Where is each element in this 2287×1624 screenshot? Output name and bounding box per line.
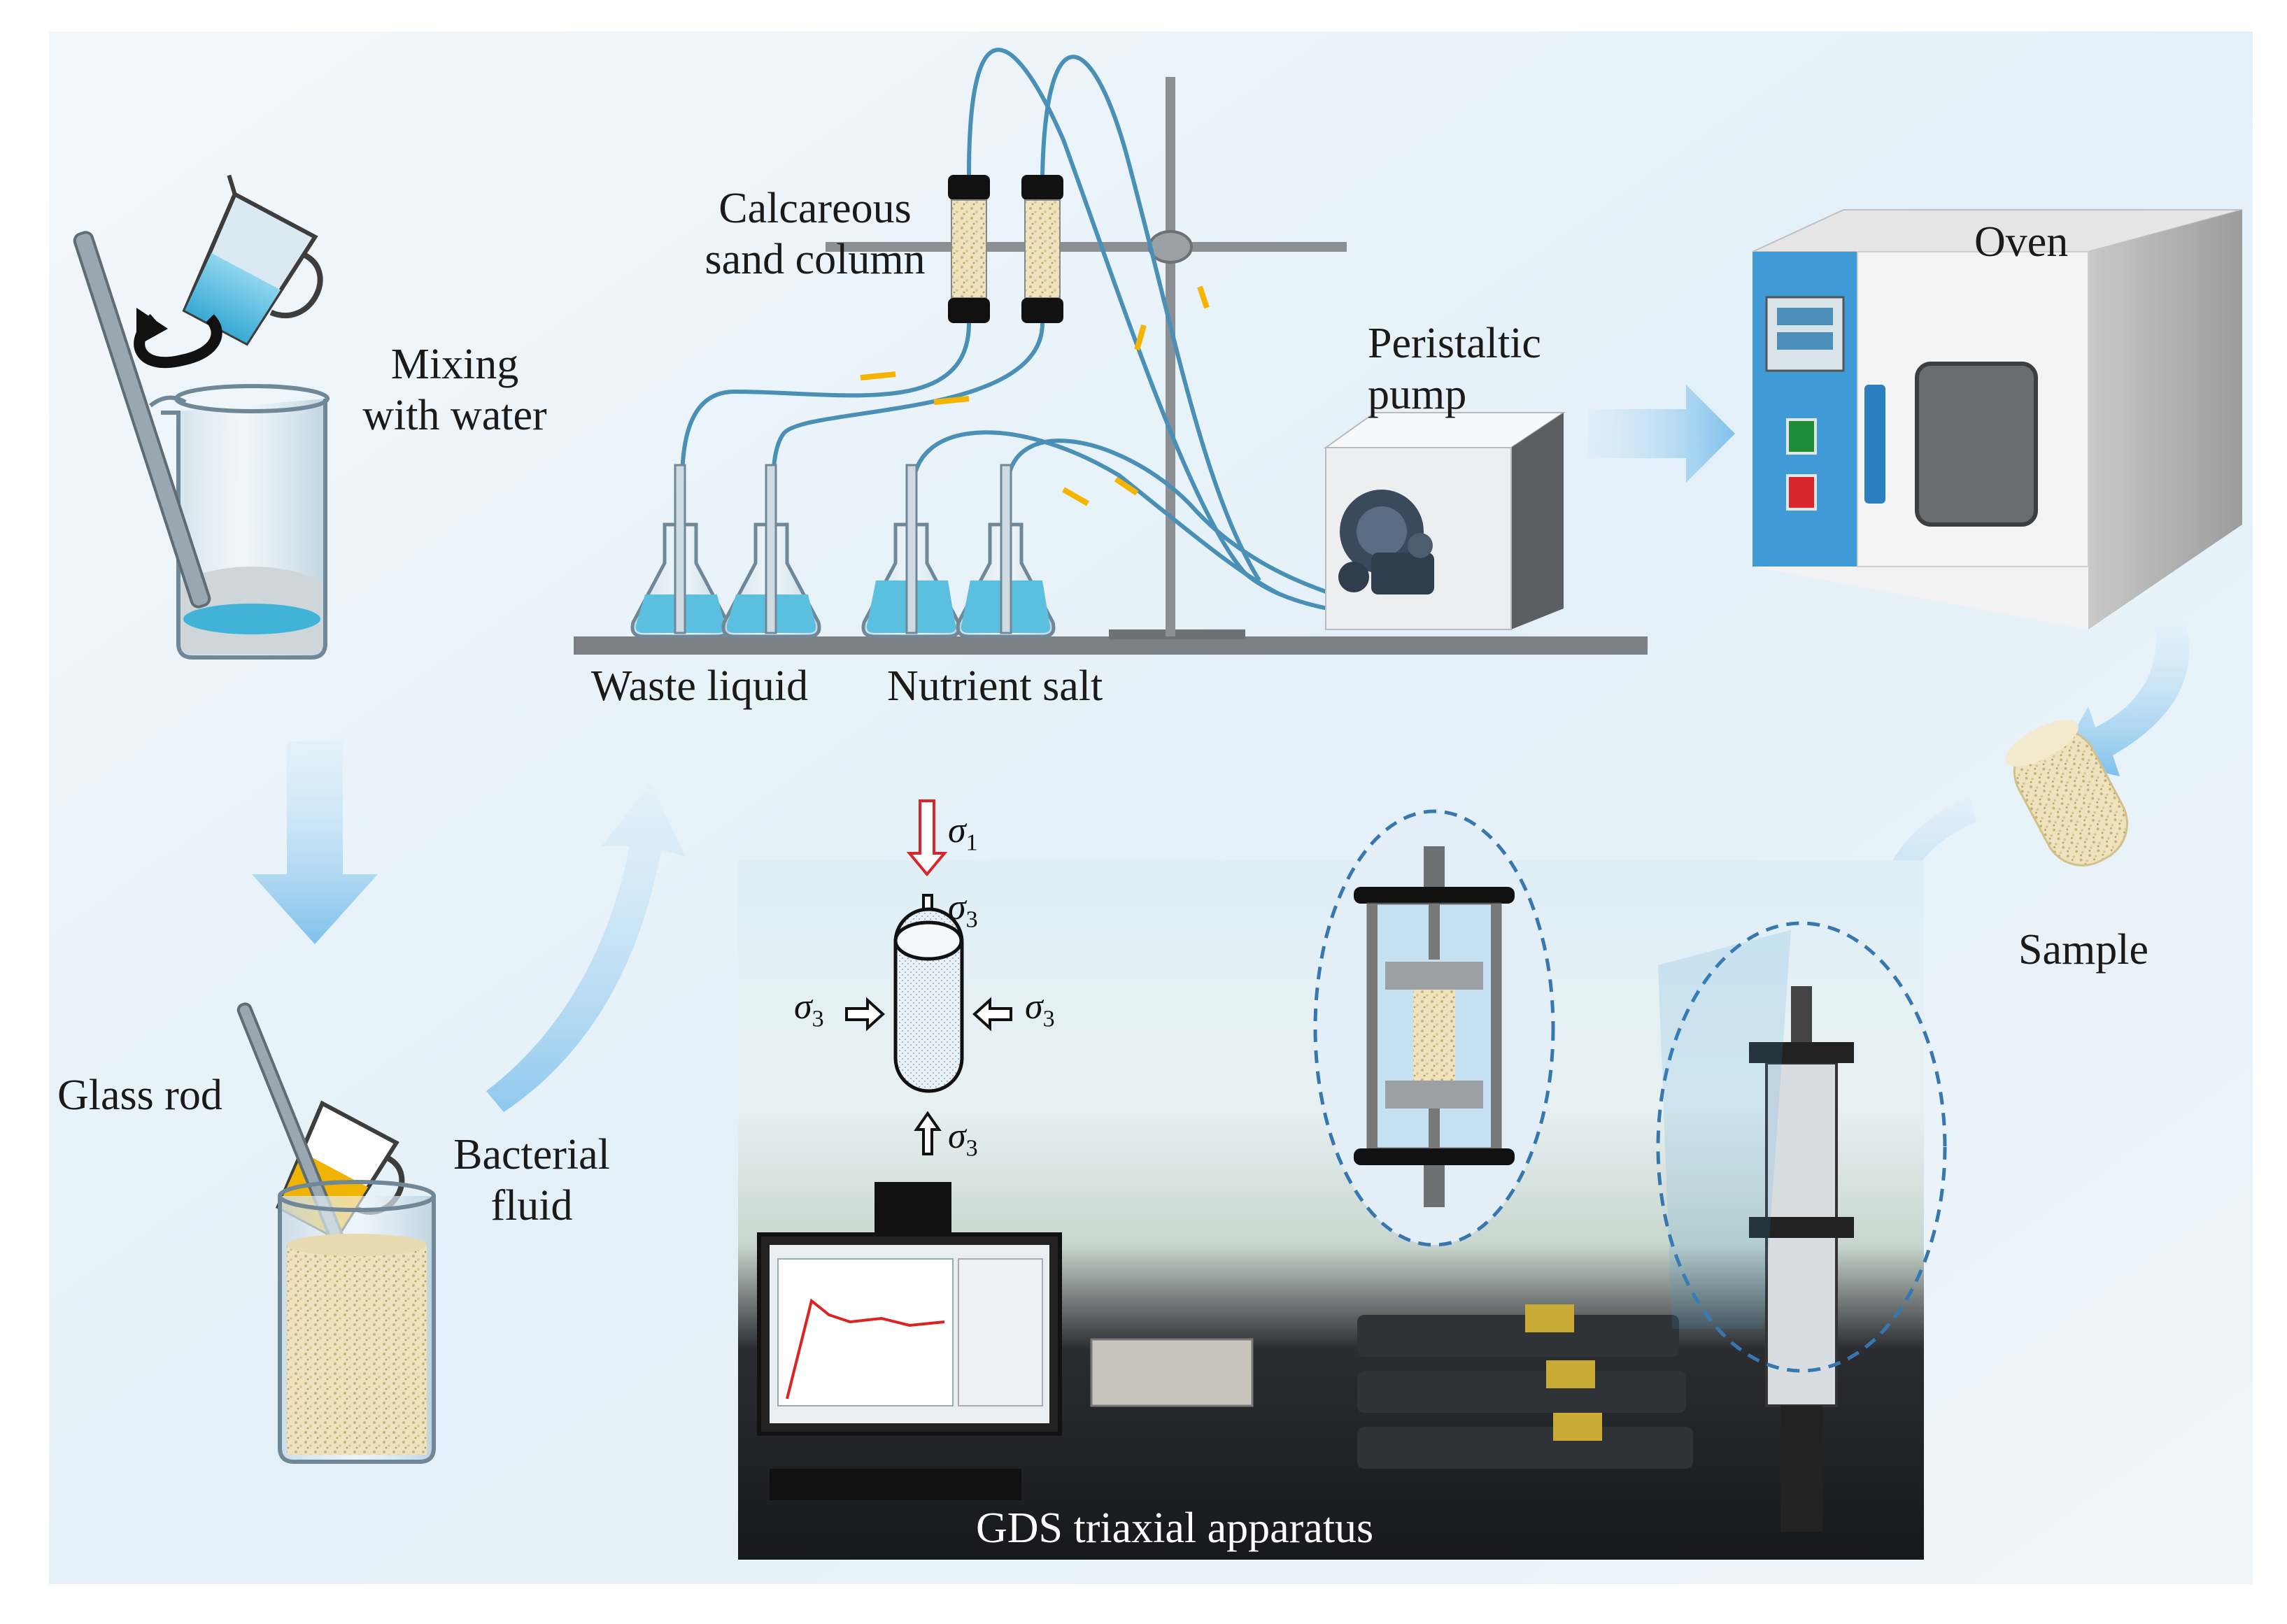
controller-box bbox=[1090, 1338, 1254, 1407]
label-mixing-with-water: Mixing with water bbox=[362, 341, 547, 440]
column-setup-group bbox=[574, 48, 1648, 655]
sigma3-label-left: σ3 bbox=[794, 987, 824, 1032]
mixing-beaker-group bbox=[73, 174, 330, 660]
label-nutrient-salt: Nutrient salt bbox=[887, 662, 1103, 710]
sigma1-label: σ1 bbox=[948, 811, 978, 856]
stress-schematic bbox=[845, 799, 1012, 1155]
monitor-curve bbox=[786, 1298, 945, 1399]
label-gds-triaxial-apparatus: GDS triaxial apparatus bbox=[976, 1504, 1374, 1552]
beaker-icon bbox=[278, 1180, 436, 1464]
label-oven: Oven bbox=[1974, 218, 2069, 266]
bacteria-beaker-group bbox=[236, 1002, 436, 1464]
oven-icon bbox=[1752, 209, 2243, 629]
retort-stand-base bbox=[1109, 629, 1245, 639]
process-arrow-right bbox=[1588, 385, 1735, 483]
flask-icon bbox=[721, 464, 821, 639]
zoom-cone bbox=[1658, 930, 1791, 1329]
process-arrow-oven-sample bbox=[2057, 626, 2190, 776]
label-sample: Sample bbox=[2018, 926, 2148, 974]
flow-arrows bbox=[860, 285, 1210, 506]
sand-sample-icon bbox=[2005, 719, 2128, 867]
sand-column-right bbox=[1021, 175, 1063, 323]
zoom-ellipse-cell bbox=[1656, 921, 1947, 1373]
glass-rod bbox=[73, 231, 211, 608]
sand-column-left bbox=[948, 175, 990, 323]
process-arrow-down bbox=[252, 741, 378, 944]
sigma3-label-bottom: σ3 bbox=[948, 1116, 978, 1162]
sigma3-label-top: σ3 bbox=[948, 888, 978, 933]
sigma3-arrow-right bbox=[972, 997, 1012, 1032]
peristaltic-pump-icon bbox=[1323, 412, 1566, 630]
label-glass-rod: Glass rod bbox=[57, 1071, 222, 1119]
lab-bench bbox=[574, 636, 1648, 655]
label-peristaltic-pump: Peristaltic pump bbox=[1368, 320, 1541, 419]
label-bacterial-fluid: Bacterial fluid bbox=[453, 1131, 610, 1230]
pressure-controllers bbox=[1357, 1315, 1693, 1469]
label-waste-liquid: Waste liquid bbox=[591, 662, 809, 710]
triaxial-cell-photo bbox=[1749, 986, 1854, 1532]
sigma1-arrow bbox=[906, 799, 948, 877]
triaxial-cell-detail bbox=[1313, 809, 1555, 1247]
beaker-icon bbox=[149, 384, 330, 660]
sigma3-label-right: σ3 bbox=[1025, 987, 1055, 1032]
sigma3-arrow-bottom bbox=[914, 1111, 942, 1155]
flask-icon bbox=[956, 464, 1056, 639]
rotate-arrow-icon bbox=[134, 308, 222, 369]
retort-stand-pole bbox=[1166, 77, 1175, 636]
retort-clamp bbox=[1148, 230, 1193, 264]
sigma3-arrow-left bbox=[845, 997, 885, 1032]
flask-icon bbox=[861, 464, 961, 639]
flask-icon bbox=[630, 464, 730, 639]
process-arrow-curve-up bbox=[486, 783, 686, 1112]
label-calcareous-sand-column: Calcareous sand column bbox=[704, 185, 926, 284]
